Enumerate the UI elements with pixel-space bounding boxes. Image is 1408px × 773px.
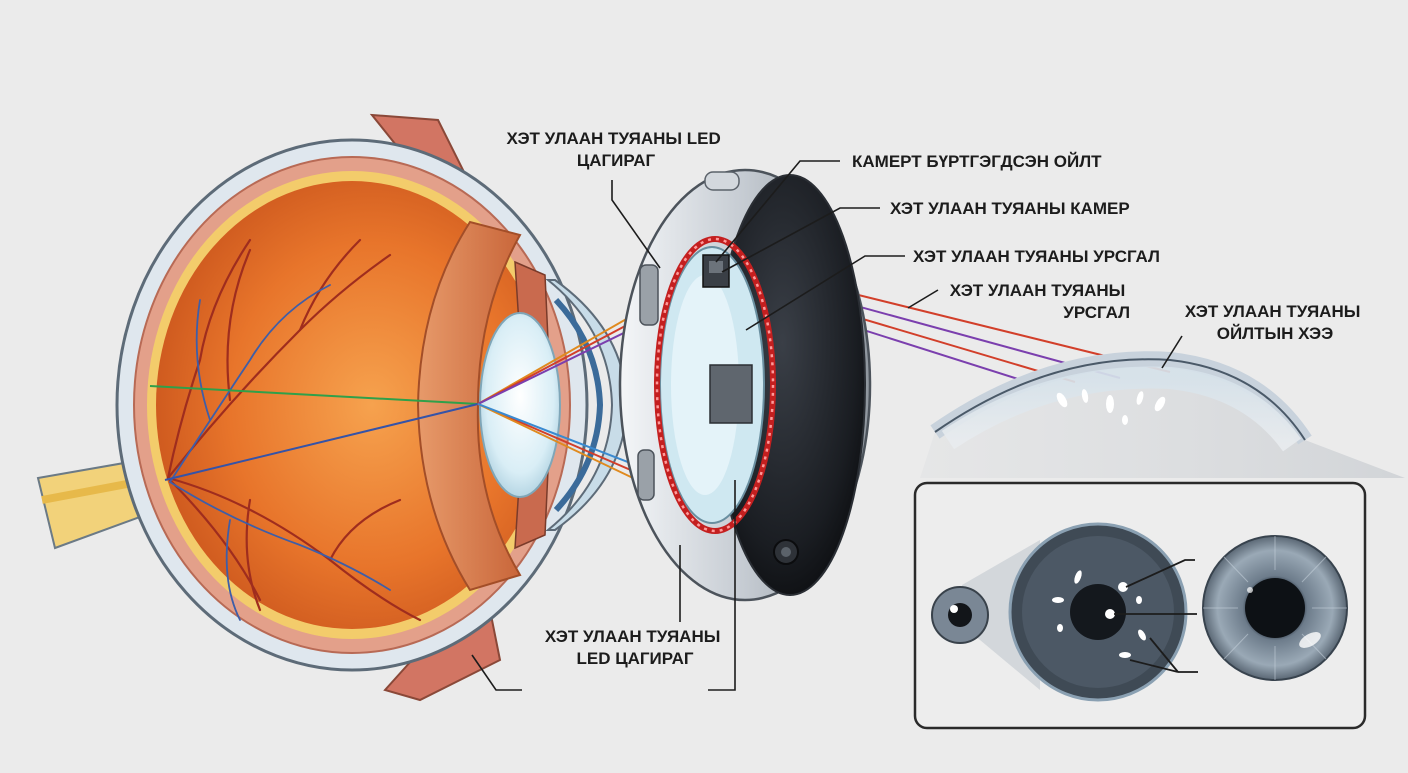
iris-reflection-inset-icon (913, 481, 1367, 730)
leader-ir-beam-2 (907, 289, 939, 309)
eyeball-cross-section-icon (36, 113, 629, 702)
leader-eye-bottom (471, 654, 522, 691)
label-led-ring-top: ХЭТ УЛААН ТУЯАНЫ LED ЦАГИРАГ (507, 129, 726, 170)
leader-device-bottom (708, 480, 736, 691)
beam-blue-line (164, 403, 479, 481)
leader-recorded-reflection (715, 160, 840, 263)
label-ir-beam-1: ХЭТ УЛААН ТУЯАНЫ УРСГАЛ (913, 247, 1160, 266)
leader-ir-beam-1 (745, 255, 905, 331)
label-ir-camera: ХЭТ УЛААН ТУЯАНЫ КАМЕР (890, 199, 1130, 218)
leader-lines (471, 160, 1183, 691)
leader-ir-camera (721, 207, 880, 273)
leader-led-ring-top (611, 180, 661, 269)
eye-tracking-lens-device-icon (618, 168, 872, 602)
labels: ХЭТ УЛААН ТУЯАНЫ LED ЦАГИРАГ КАМЕРТ БҮРТ… (507, 129, 1365, 668)
beam-green-line (149, 385, 479, 405)
leader-reflection-pattern (1161, 335, 1183, 369)
label-ir-beam-2: ХЭТ УЛААН ТУЯАНЫ УРСГАЛ (950, 281, 1130, 322)
label-led-ring-bottom: ХЭТ УЛААН ТУЯАНЫ LED ЦАГИРАГ (545, 627, 725, 668)
cornea-surface-icon (920, 351, 1405, 478)
label-recorded-reflection: КАМЕРТ БҮРТГЭГДСЭН ОЙЛТ (852, 152, 1102, 171)
label-ir-reflection-pattern: ХЭТ УЛААН ТУЯАНЫ ОЙЛТЫН ХЭЭ (1185, 302, 1365, 343)
